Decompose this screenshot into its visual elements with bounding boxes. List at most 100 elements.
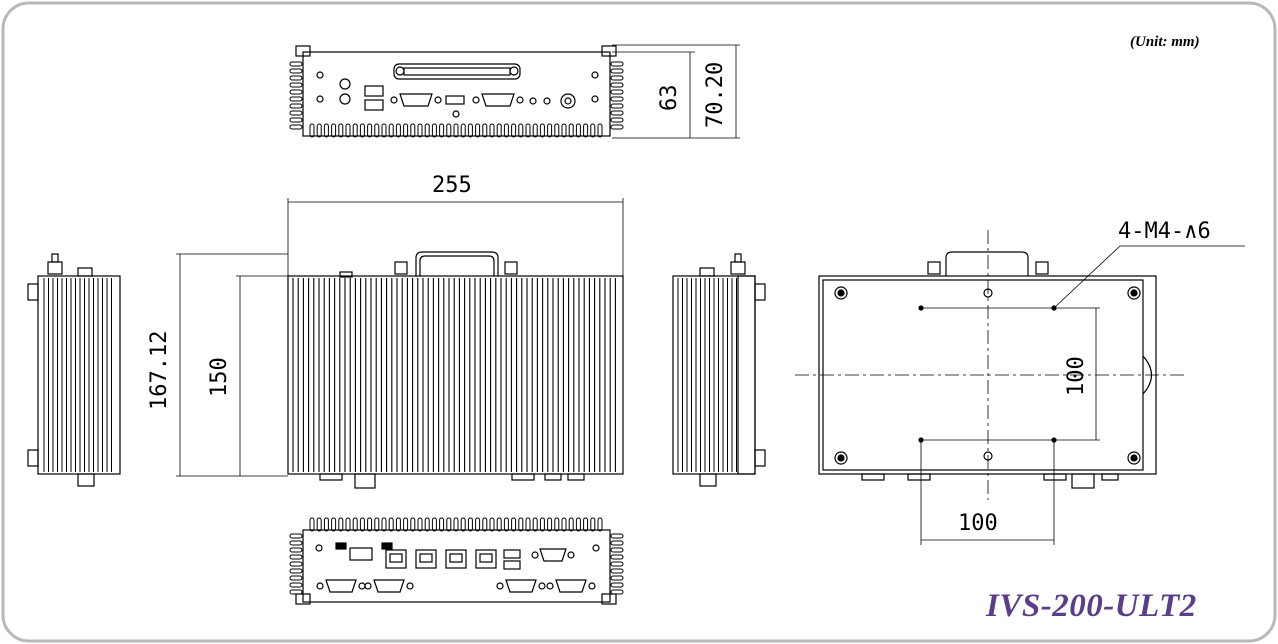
dim-mount-note: 4-M4-∧6: [1118, 219, 1211, 244]
dim-mount-100-vertical: 100: [1064, 356, 1089, 396]
heatsink-fin: [590, 123, 596, 138]
heatsink-fin: [345, 123, 351, 138]
right-side-view: [672, 253, 766, 487]
heatsink-fin: [289, 547, 303, 553]
heatsink-fin: [289, 89, 303, 95]
heatsink-fin: [610, 124, 624, 130]
model-name: IVS-200-ULT2: [986, 588, 1197, 624]
heatsink-fin: [424, 517, 430, 532]
heatsink-fin: [610, 568, 624, 574]
heatsink-fin: [518, 123, 524, 138]
heatsink-fin: [289, 575, 303, 581]
heatsink-fin: [496, 517, 502, 532]
heatsink-fin: [309, 517, 315, 532]
heatsink-fin: [431, 123, 437, 138]
heatsink-fin: [439, 123, 445, 138]
heatsink-fin: [547, 517, 553, 532]
heatsink-fin: [289, 554, 303, 560]
heatsink-fin: [323, 517, 329, 532]
heatsink-fin: [583, 517, 589, 532]
heatsink-fin: [289, 61, 303, 67]
heatsink-fin: [610, 582, 624, 588]
heatsink-fin: [554, 517, 560, 532]
heatsink-fin: [323, 123, 329, 138]
dim-mount-100-horizontal: 100: [958, 511, 998, 536]
heatsink-fin: [532, 123, 538, 138]
heatsink-fin: [610, 103, 624, 109]
heatsink-fin: [446, 517, 452, 532]
heatsink-fin: [525, 517, 531, 532]
heatsink-fin: [289, 533, 303, 539]
heatsink-fin: [381, 123, 387, 138]
heatsink-fin: [610, 540, 624, 546]
heatsink-fin: [338, 517, 344, 532]
heatsink-fin: [503, 517, 509, 532]
heatsink-fin: [289, 582, 303, 588]
dim-front-70-20: 70.20: [703, 62, 728, 128]
heatsink-fin: [289, 110, 303, 116]
heatsink-fin: [289, 540, 303, 546]
heatsink-fin: [467, 123, 473, 138]
bottom-centerlines: [795, 230, 1185, 500]
heatsink-fin: [395, 123, 401, 138]
heatsink-fin: [547, 123, 553, 138]
heatsink-fin: [590, 517, 596, 532]
heatsink-fin: [610, 533, 624, 539]
heatsink-fin: [489, 517, 495, 532]
heatsink-fin: [518, 517, 524, 532]
heatsink-fin: [610, 89, 624, 95]
heatsink-fin: [496, 123, 502, 138]
heatsink-fin: [525, 123, 531, 138]
heatsink-fin: [482, 517, 488, 532]
heatsink-fin: [367, 123, 373, 138]
heatsink-fin: [453, 123, 459, 138]
bottom-dimension-lines: [920, 245, 1245, 545]
heatsink-fin: [331, 517, 337, 532]
heatsink-fin: [475, 517, 481, 532]
heatsink-fin: [610, 68, 624, 74]
heatsink-fin: [309, 123, 315, 138]
heatsink-fin: [359, 517, 365, 532]
heatsink-fin: [417, 517, 423, 532]
heatsink-fin: [575, 517, 581, 532]
heatsink-fin: [467, 517, 473, 532]
heatsink-fin: [289, 589, 303, 595]
heatsink-fin: [610, 561, 624, 567]
heatsink-fin: [289, 568, 303, 574]
heatsink-fin: [610, 110, 624, 116]
heatsink-fin: [359, 123, 365, 138]
rear-view: [289, 517, 624, 605]
heatsink-fin: [381, 517, 387, 532]
heatsink-fin: [395, 517, 401, 532]
heatsink-fin: [367, 517, 373, 532]
front-dimension-lines: [612, 44, 740, 139]
heatsink-fin: [388, 123, 394, 138]
heatsink-fin: [610, 61, 624, 67]
heatsink-fin: [431, 517, 437, 532]
heatsink-fin: [403, 123, 409, 138]
heatsink-fin: [610, 96, 624, 102]
heatsink-fin: [289, 124, 303, 130]
dim-front-63: 63: [657, 85, 682, 112]
heatsink-fin: [289, 68, 303, 74]
heatsink-fin: [289, 103, 303, 109]
dim-top-255: 255: [432, 173, 472, 198]
heatsink-fin: [610, 82, 624, 88]
heatsink-fin: [316, 517, 322, 532]
heatsink-fin: [597, 517, 603, 532]
heatsink-fin: [289, 75, 303, 81]
heatsink-fin: [511, 517, 517, 532]
heatsink-fin: [424, 123, 430, 138]
heatsink-fin: [503, 123, 509, 138]
heatsink-fin: [453, 517, 459, 532]
top-dimension-lines: [176, 198, 624, 477]
heatsink-fin: [417, 123, 423, 138]
heatsink-fin: [539, 123, 545, 138]
heatsink-fin: [561, 517, 567, 532]
heatsink-fin: [561, 123, 567, 138]
heatsink-fin: [554, 123, 560, 138]
heatsink-fin: [345, 517, 351, 532]
heatsink-fin: [374, 517, 380, 532]
heatsink-fin: [610, 589, 624, 595]
